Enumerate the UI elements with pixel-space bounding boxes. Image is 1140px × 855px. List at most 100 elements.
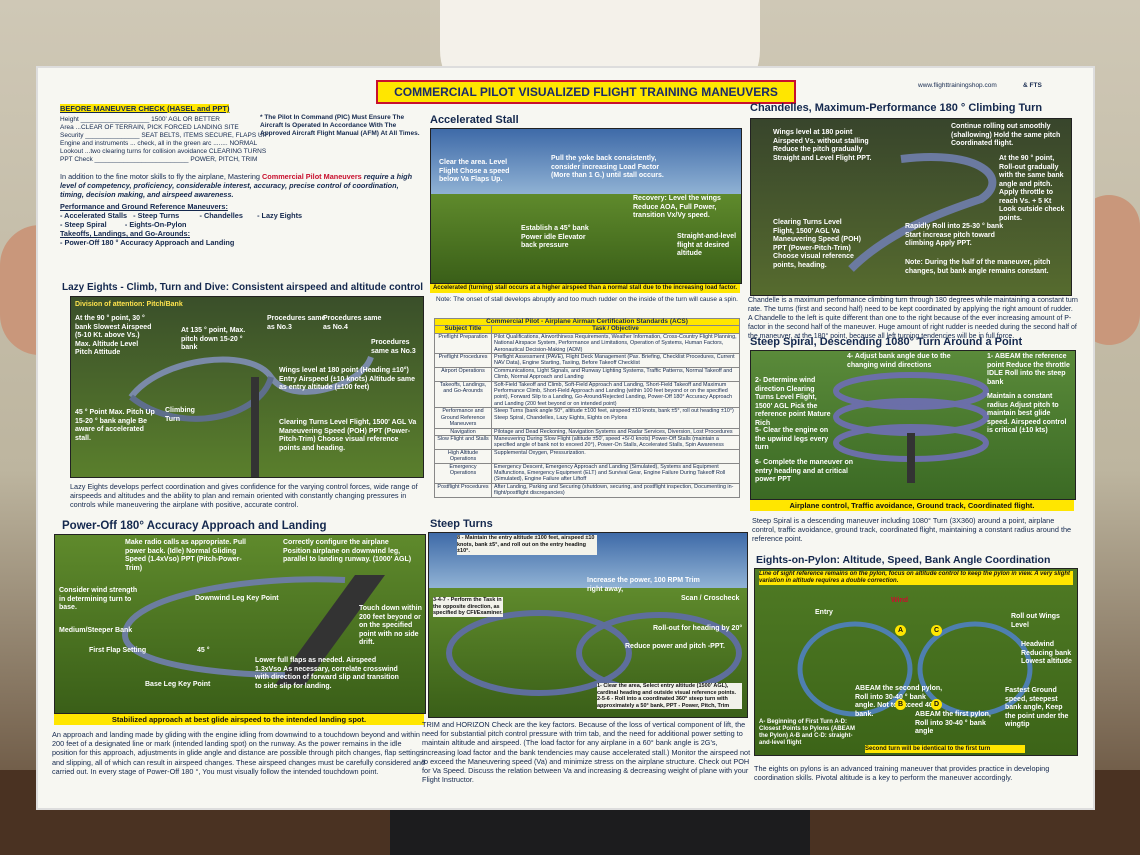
acs-header: Task / Objective	[491, 325, 740, 334]
chandelle-path	[848, 153, 997, 272]
power-off-title: Power-Off 180° Accuracy Approach and Lan…	[62, 520, 327, 532]
lazy-note: Wings level at 180 point (Heading ±10°) …	[279, 367, 415, 391]
checklist-line: Engine and instruments ... check, all in…	[60, 140, 258, 147]
acs-header: Subject Title	[434, 325, 492, 334]
site-url: www.flighttrainingshop.com	[918, 82, 997, 89]
lazy-note: At the 90 ° point, 30 ° bank Slowest Air…	[75, 315, 152, 356]
lazy-note: 45 ° Point Max. Pitch Up 15-20 ° bank an…	[75, 409, 155, 442]
pylon-label: A	[895, 625, 906, 636]
lazy-note: Clearing Turns Level Flight, 1500' AGL V…	[279, 419, 417, 452]
spiral-note: Maintain a constant radius Adjust pitch …	[987, 393, 1067, 434]
lazy-eights-header: Division of attention: Pitch/Bank	[75, 301, 183, 308]
eights-pylon-text: The eights on pylons is an advanced trai…	[754, 764, 1050, 783]
chandelle-note: Clearing Turns Level Flight, 1500' AGL V…	[773, 219, 861, 269]
poweroff-note: Touch down within 200 feet beyond or on …	[359, 605, 422, 646]
pylon-note: Headwind Reducing bank Lowest altitude	[1021, 641, 1072, 665]
steep-note: Scan / Croscheck	[681, 595, 740, 602]
maneuvers-list-item: - Accelerated Stalls - Steep Turns - Cha…	[60, 210, 303, 220]
spiral-note: 6- Complete the maneuver on entry headin…	[755, 459, 854, 483]
pylon-banner: Line of sight reference remains on the p…	[759, 571, 1073, 585]
pylon-note: A- Beginning of First Turn A-D: Closest …	[759, 719, 856, 746]
lazy-note: Procedures same as No.4	[323, 315, 382, 331]
accel-stall-panel: Clear the area. Level Flight Chose a spe…	[430, 128, 742, 284]
spiral-note: 5- Clear the engine on the upwind legs e…	[755, 427, 829, 451]
stall-note: Clear the area. Level Flight Chose a spe…	[439, 159, 510, 183]
intro-highlight: Commercial Pilot Maneuvers	[261, 172, 362, 181]
lazy-note: Climbing Turn	[165, 407, 195, 423]
steep-turns-panel: 8 - Maintain the entry altitude ±100 fee…	[428, 532, 748, 718]
chandelle-note: Note: During the half of the maneuver, p…	[905, 259, 1051, 275]
chandelle-note: Rapidly Roll into 25-30 ° bank Start inc…	[905, 223, 1004, 247]
lazy-eights-panel: Division of attention: Pitch/Bank At the…	[70, 296, 424, 478]
lazy-eights-title: Lazy Eights - Climb, Turn and Dive: Cons…	[62, 282, 423, 293]
acs-table: Commercial Pilot - Airplane Airman Certi…	[434, 317, 740, 498]
chandelles-title: Chandelles, Maximum-Performance 180 ° Cl…	[750, 102, 1043, 114]
steep-note: Reduce power and pitch -PPT.	[625, 643, 725, 650]
poweroff-note: Base Leg Key Point	[145, 681, 211, 688]
steep-note: Roll-out for heading by 20°	[653, 625, 743, 632]
steep-note: 8 - Maintain the entry altitude ±100 fee…	[457, 535, 597, 555]
power-off-caption: Stabilized approach at best glide airspe…	[54, 714, 424, 725]
spiral-path	[833, 372, 989, 483]
stall-note: Recovery: Level the wings Reduce AOA, Fu…	[633, 195, 721, 219]
stall-note: Establish a 45° bank Power idle Elevator…	[521, 225, 589, 249]
training-poster: COMMERCIAL PILOT VISUALIZED FLIGHT TRAIN…	[36, 66, 1095, 810]
acs-caption: Commercial Pilot - Airplane Airman Certi…	[434, 317, 740, 327]
pylon-note: Fastest Ground speed, steepest bank angl…	[1005, 687, 1069, 728]
checklist-line: Security _______________ SEAT BELTS, ITE…	[60, 132, 268, 139]
power-off-panel: Make radio calls as appropriate. Pull po…	[54, 534, 426, 714]
poweroff-note: First Flap Setting	[89, 647, 147, 654]
eights-pylon-panel: Line of sight reference remains on the p…	[754, 568, 1078, 756]
poweroff-note: Make radio calls as appropriate. Pull po…	[125, 539, 246, 572]
accel-stall-title: Accelerated Stall	[430, 114, 519, 126]
steep-turns-title: Steep Turns	[430, 518, 493, 530]
pylon-note: Second turn will be identical to the fir…	[865, 745, 1025, 753]
pylon-path	[797, 621, 1033, 717]
pylon-note: Roll out Wings Level	[1011, 613, 1060, 629]
pylon-note: ABEAM the first pylon, Roll into 30-40 °…	[915, 711, 991, 735]
steep-note: 1- Clear the area, Select entry altitude…	[597, 683, 742, 709]
poweroff-note: Consider wind strength in determining tu…	[59, 587, 138, 611]
spiral-note: 4- Adjust bank angle due to the changing…	[847, 353, 951, 369]
chandelles-text: Chandelle is a maximum performance climb…	[748, 297, 1078, 340]
checklist-line: Area ...CLEAR OF TERRAIN, PICK FORCED LA…	[60, 124, 239, 131]
poweroff-note: Downwind Leg Key Point	[195, 595, 279, 602]
steep-note: 3-4-7 - Perform the Task in the opposite…	[433, 597, 503, 617]
steep-spiral-title: Steep Spiral, Descending 1080° Turn Arou…	[750, 336, 1023, 348]
lazy-eights-text: Lazy Eights develops perfect coordinatio…	[70, 482, 418, 510]
spiral-note: 1- ABEAM the reference point Reduce the …	[987, 353, 1070, 386]
lazy-note: Procedures same as No.3	[371, 339, 416, 355]
lazy-note: Procedures same as No.3	[267, 315, 326, 331]
pylon-label: D	[931, 699, 942, 710]
before-maneuver-check: BEFORE MANEUVER CHECK (HASEL and PPT) He…	[60, 98, 300, 164]
intro-block: In addition to the fine motor skills to …	[60, 172, 420, 248]
pylon-label: C	[931, 625, 942, 636]
pylon-note: Wind	[891, 597, 909, 604]
lazy-eights-path	[128, 355, 374, 477]
accel-stall-caption: Accelerated (turning) stall occurs at a …	[430, 284, 740, 293]
stall-note: Straight-and-level flight at desired alt…	[677, 233, 737, 257]
takeoffs-title: Takeoffs, Landings, and Go-Arounds:	[60, 229, 190, 239]
poweroff-note: Correctly configure the airplane Positio…	[283, 539, 412, 563]
intro-pre: In addition to the fine motor skills to …	[60, 172, 262, 181]
checklist-line: Height ___________________ 1500' AGL OR …	[60, 116, 221, 123]
steep-note: Increase the power, 100 RPM Trim right a…	[587, 577, 700, 593]
chandelle-note: Wings level at 180 point Airspeed Vs. wi…	[773, 129, 872, 162]
approach-path	[121, 575, 385, 685]
pylon-label: B	[895, 699, 906, 710]
maneuvers-list-item: - Steep Spiral - Eights-On-Pylon	[60, 220, 187, 230]
steep-spiral-panel: 4- Adjust bank angle due to the changing…	[750, 350, 1076, 500]
steep-spiral-text: Steep Spiral is a descending maneuver in…	[752, 516, 1072, 544]
power-off-text: An approach and landing made by gliding …	[52, 730, 426, 776]
stall-note: Pull the yoke back consistently, conside…	[551, 155, 664, 179]
steep-turns-text: TRIM and HORIZON Check are the key facto…	[422, 720, 751, 785]
